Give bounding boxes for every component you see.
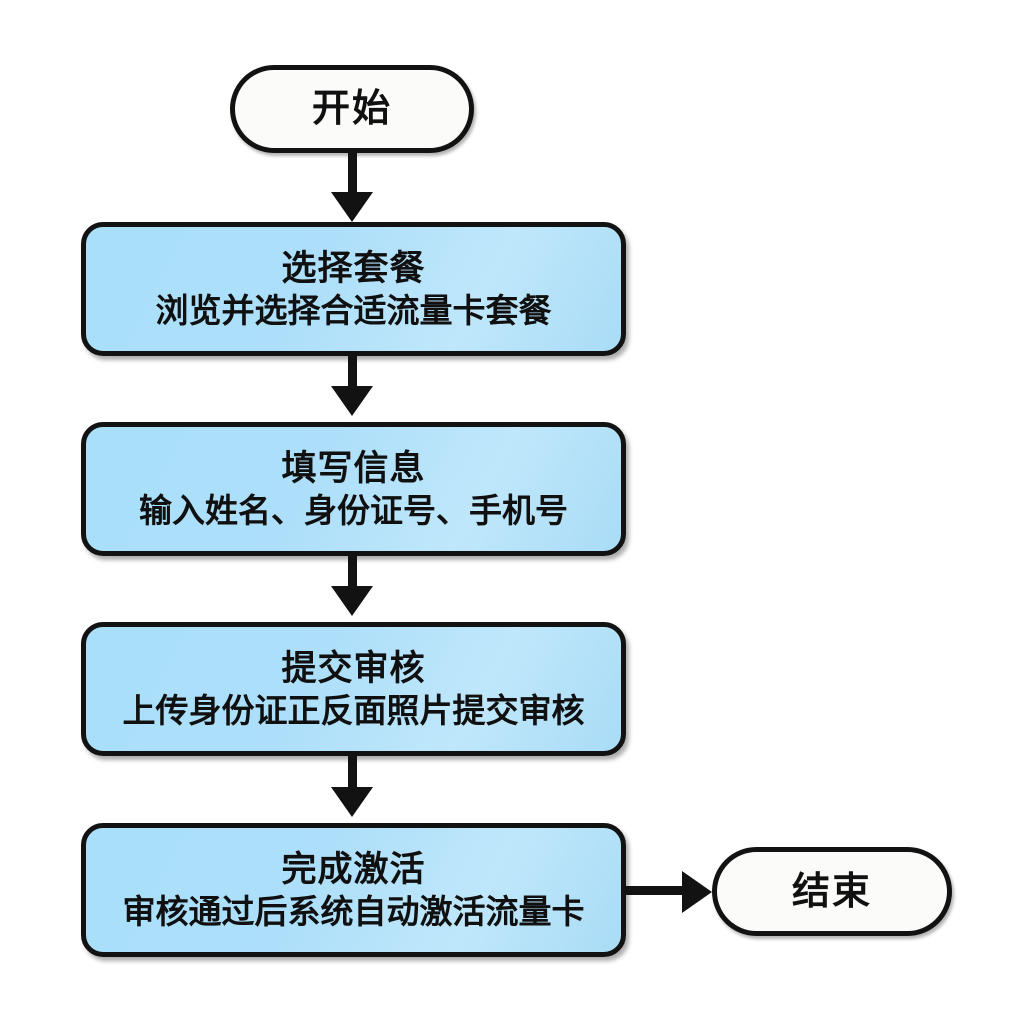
node-step-3-submit-review[interactable]: 提交审核 上传身份证正反面照片提交审核: [81, 622, 626, 756]
step-2-title: 填写信息: [281, 448, 426, 488]
step-2-description: 输入姓名、身份证号、手机号: [139, 491, 568, 529]
connector-step-4-to-end: [626, 886, 684, 895]
node-step-2-fill-information[interactable]: 填写信息 输入姓名、身份证号、手机号: [81, 422, 626, 556]
step-4-title: 完成激活: [281, 849, 426, 889]
node-end-label: 结束: [791, 870, 872, 913]
step-1-description: 浏览并选择合适流量卡套餐: [155, 291, 552, 329]
arrowhead-down-icon-step-2-to-step-3: [331, 586, 373, 616]
connector-step-1-to-step-2: [348, 356, 357, 386]
step-3-description: 上传身份证正反面照片提交审核: [122, 691, 585, 729]
node-end[interactable]: 结束: [712, 847, 952, 936]
step-3-title: 提交审核: [281, 648, 426, 688]
step-4-description: 审核通过后系统自动激活流量卡: [122, 892, 585, 930]
arrowhead-right-icon-step-4-to-end: [682, 871, 712, 913]
connector-step-2-to-step-3: [348, 556, 357, 586]
arrowhead-down-icon-start-to-step-1: [331, 192, 373, 222]
connector-step-3-to-step-4: [348, 756, 357, 787]
arrowhead-down-icon-step-3-to-step-4: [331, 787, 373, 817]
node-start-label: 开始: [311, 88, 392, 130]
node-step-1-select-plan[interactable]: 选择套餐 浏览并选择合适流量卡套餐: [81, 222, 626, 356]
node-start[interactable]: 开始: [230, 65, 474, 153]
step-1-title: 选择套餐: [281, 248, 426, 288]
connector-start-to-step-1: [348, 152, 357, 196]
arrowhead-down-icon-step-1-to-step-2: [331, 386, 373, 416]
node-step-4-activation-complete[interactable]: 完成激活 审核通过后系统自动激活流量卡: [81, 823, 626, 957]
